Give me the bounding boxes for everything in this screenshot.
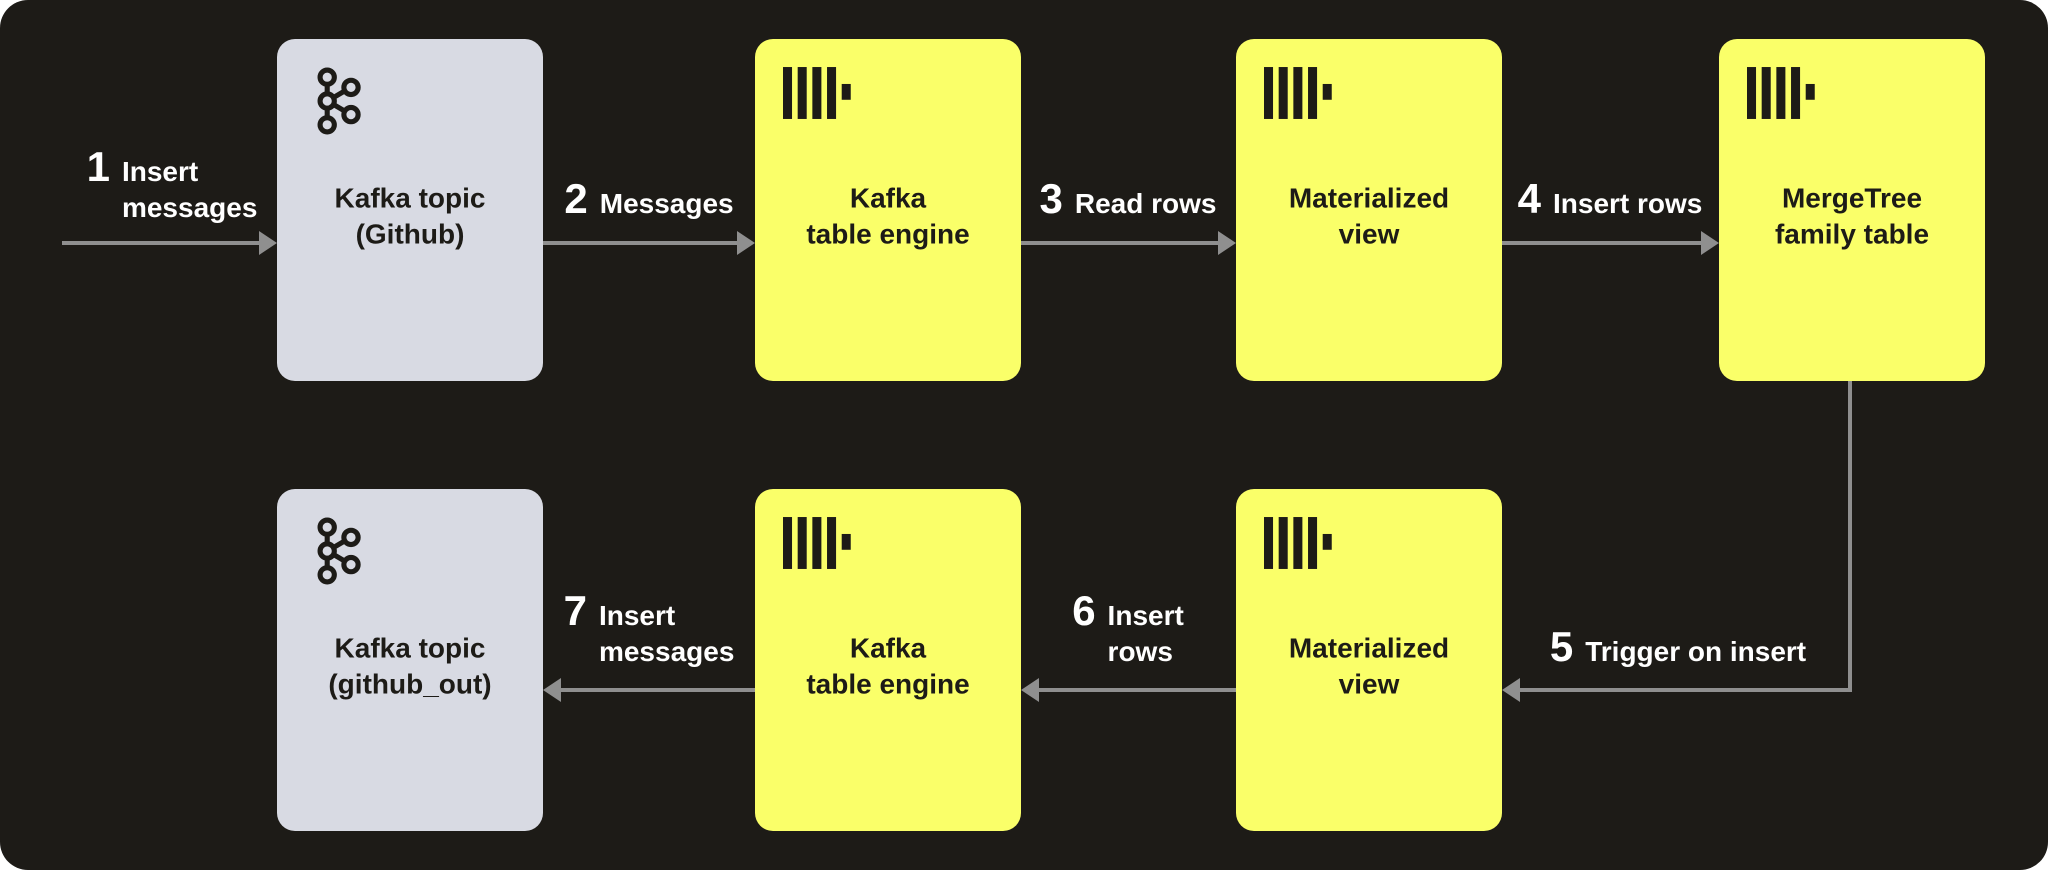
step-text: Messages xyxy=(599,188,734,219)
step-3-label: 3 Read rows xyxy=(1040,178,1217,222)
arrow-head-right-icon xyxy=(1218,231,1236,255)
node-label: MergeTree family table xyxy=(1774,182,1930,250)
clickhouse-bars-icon xyxy=(783,517,853,574)
step-1-label: 1 Insert messages xyxy=(87,146,258,226)
step-text: Insert rows xyxy=(1107,600,1184,667)
arrow-step-5-vertical xyxy=(1848,381,1852,692)
step-4-label: 4 Insert rows xyxy=(1518,178,1703,222)
step-number: 2 xyxy=(564,175,588,222)
arrow-step-3 xyxy=(1021,231,1236,255)
step-text: Insert rows xyxy=(1552,188,1703,219)
arrow-step-2 xyxy=(543,231,755,255)
arrow-step-6 xyxy=(1021,678,1236,702)
node-label: Kafka table engine xyxy=(806,632,970,700)
step-2-label: 2 Messages xyxy=(564,178,733,222)
node-kafka-topic-github-out: Kafka topic (github_out) xyxy=(277,489,543,831)
arrow-shaft xyxy=(559,688,755,692)
arrow-shaft xyxy=(1502,241,1703,245)
step-number: 6 xyxy=(1072,587,1096,634)
arrow-shaft xyxy=(543,241,739,245)
node-kafka-table-engine-top: Kafka table engine xyxy=(755,39,1021,381)
node-kafka-table-engine-bottom: Kafka table engine xyxy=(755,489,1021,831)
kafka-icon xyxy=(305,517,363,590)
step-text: Read rows xyxy=(1074,188,1217,219)
arrow-head-right-icon xyxy=(737,231,755,255)
node-kafka-topic-github: Kafka topic (Github) xyxy=(277,39,543,381)
node-label: Kafka topic (Github) xyxy=(334,182,486,250)
step-number: 1 xyxy=(86,143,110,190)
node-label: Materialized view xyxy=(1288,632,1450,700)
arrow-shaft xyxy=(1518,688,1852,692)
arrow-head-left-icon xyxy=(543,678,561,702)
node-label: Materialized view xyxy=(1288,182,1450,250)
clickhouse-bars-icon xyxy=(783,67,853,124)
arrow-shaft xyxy=(62,241,261,245)
node-materialized-view-bottom: Materialized view xyxy=(1236,489,1502,831)
arrow-step-7 xyxy=(543,678,755,702)
clickhouse-bars-icon xyxy=(1264,67,1334,124)
step-6-label: 6 Insert rows xyxy=(1072,590,1184,670)
node-label: Kafka table engine xyxy=(806,182,970,250)
arrow-head-left-icon xyxy=(1502,678,1520,702)
arrow-step-5 xyxy=(1502,678,1852,702)
step-number: 7 xyxy=(563,587,587,634)
step-text: Insert messages xyxy=(121,156,258,223)
step-number: 5 xyxy=(1549,623,1574,670)
clickhouse-bars-icon xyxy=(1264,517,1334,574)
arrow-head-left-icon xyxy=(1021,678,1039,702)
step-5-label: 5 Trigger on insert xyxy=(1550,626,1806,670)
arrow-step-1 xyxy=(62,231,277,255)
arrow-head-right-icon xyxy=(259,231,277,255)
arrow-shaft xyxy=(1037,688,1236,692)
step-text: Trigger on insert xyxy=(1585,636,1807,667)
arrow-step-4 xyxy=(1502,231,1719,255)
arrow-head-right-icon xyxy=(1701,231,1719,255)
step-number: 3 xyxy=(1039,175,1063,222)
node-materialized-view-top: Materialized view xyxy=(1236,39,1502,381)
step-text: Insert messages xyxy=(598,600,735,667)
arrow-shaft xyxy=(1021,241,1220,245)
step-number: 4 xyxy=(1517,175,1541,222)
kafka-icon xyxy=(305,67,363,140)
step-7-label: 7 Insert messages xyxy=(564,590,735,670)
node-label: Kafka topic (github_out) xyxy=(328,632,492,700)
node-mergetree-family-table: MergeTree family table xyxy=(1719,39,1985,381)
clickhouse-bars-icon xyxy=(1747,67,1817,124)
